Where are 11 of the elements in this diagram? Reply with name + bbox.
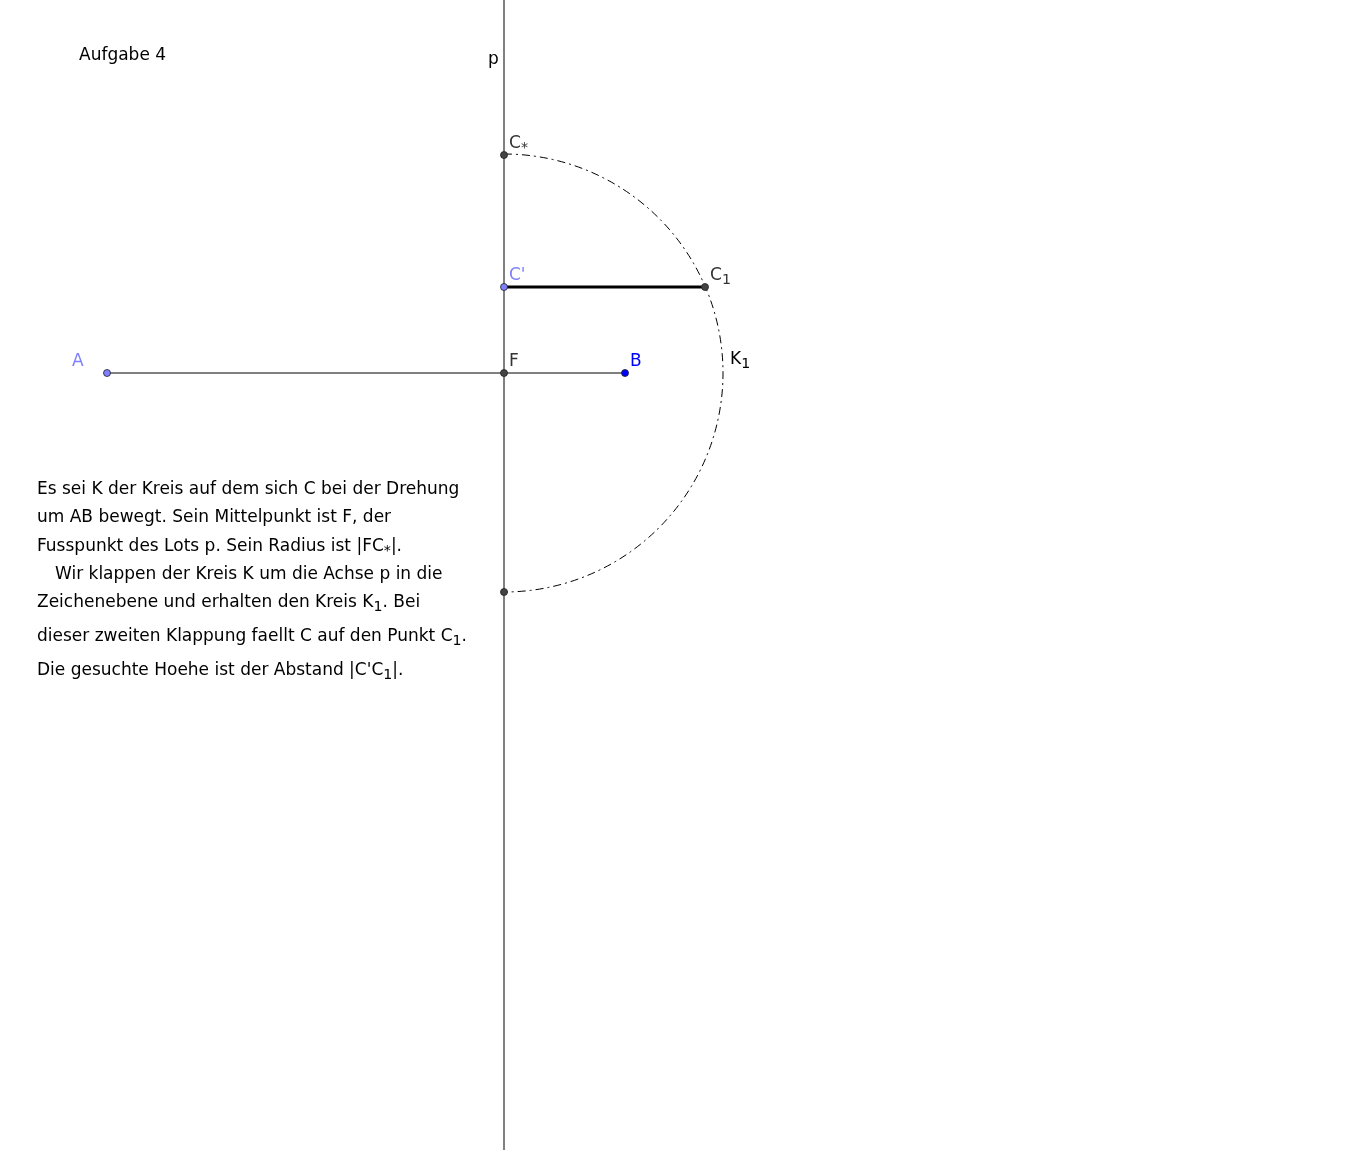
paragraph: Es sei K der Kreis auf dem sich C bei der Drehung um AB bewegt. Sein Mittelpunkt ist F, der Fusspunkt des Lots p. Sein Radius ist |FC$_{*}$|. — [37, 477, 461, 560]
point-label: B — [630, 350, 642, 370]
paragraph: Wir klappen der Kreis K um die Achse p in die Zeichenebene und erhalten den Kreis K$_{1}$. Bei dieser zweiten Klappung faellt C auf den Punkt C$_{1}$. Die gesuchte Hoehe ist der Abstand |C'C$_{1}$|. — [37, 562, 468, 685]
circle-label: K$_{1}$ — [730, 348, 751, 374]
point-label: A — [72, 350, 84, 370]
point-label: C$_{*}$ — [509, 132, 528, 158]
point-label: F — [509, 350, 519, 370]
axis-label: p — [488, 48, 499, 68]
point-label: C$_{1}$ — [710, 264, 731, 290]
title: Aufgabe 4 — [79, 44, 167, 64]
point-label: C' — [509, 264, 526, 284]
